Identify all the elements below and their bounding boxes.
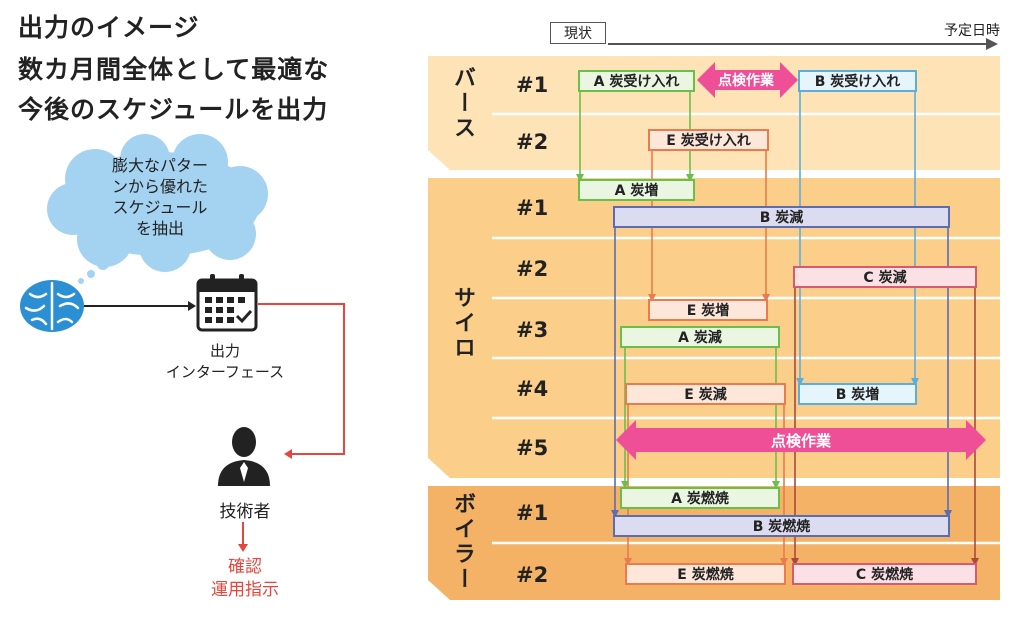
title-line-2: 数カ月間全体として最適な	[18, 55, 330, 84]
cloud-text: 膨大なパター ンから優れた スケジュール を抽出	[60, 155, 260, 239]
title-line-1: 出力のイメージ	[18, 13, 200, 42]
row-silo-5: #5	[516, 436, 549, 460]
engineer-down-arrow	[238, 522, 248, 552]
band-label-boiler: ボイラー	[450, 492, 475, 592]
cloud-line-1: 膨大なパター	[111, 156, 208, 175]
cloud-line-4: を抽出	[135, 219, 184, 238]
task-e-decrease: E 炭減	[625, 383, 786, 405]
interface-to-engineer-arrow	[258, 303, 345, 459]
task-a-increase: A 炭増	[578, 179, 695, 201]
task-b-receive: B 炭受け入れ	[798, 70, 917, 92]
task-e-receive: E 炭受け入れ	[648, 129, 769, 151]
band-label-silo: サイロ	[450, 286, 475, 361]
task-b-increase: B 炭増	[798, 383, 917, 405]
interface-label: 出力 インターフェース	[150, 340, 300, 382]
cloud-line-3: スケジュール	[112, 198, 208, 217]
task-a-burn: A 炭燃焼	[620, 487, 780, 509]
engineer-task-1: 確認	[228, 557, 262, 577]
inspection-arrow-berth	[697, 62, 798, 98]
timeline-end-label: 予定日時	[944, 23, 1000, 39]
person-icon	[218, 427, 270, 486]
brain-to-interface-arrow	[84, 301, 196, 311]
row-silo-3: #3	[516, 318, 549, 342]
task-b-burn: B 炭燃焼	[613, 515, 950, 537]
row-silo-1: #1	[516, 196, 549, 220]
row-berth-1: #1	[516, 73, 549, 97]
task-inspection-silo: 点検作業	[770, 431, 831, 450]
interface-label-line-1: 出力	[209, 342, 240, 360]
task-e-increase: E 炭増	[648, 299, 768, 321]
inspection-arrow-silo	[616, 420, 986, 460]
task-a-receive: A 炭受け入れ	[578, 70, 695, 92]
row-silo-4: #4	[516, 377, 549, 401]
brain-icon	[20, 280, 84, 332]
engineer-label: 技術者	[219, 502, 271, 522]
task-c-burn: C 炭燃焼	[792, 563, 977, 585]
timeline-arrowhead	[986, 38, 998, 50]
calendar-icon	[196, 274, 258, 332]
row-boiler-1: #1	[516, 501, 549, 525]
timeline-start-label: 現状	[550, 22, 606, 44]
engineer-task-2: 運用指示	[211, 580, 279, 600]
task-inspection-berth: 点検作業	[718, 73, 774, 89]
task-a-decrease: A 炭減	[620, 326, 780, 348]
task-c-decrease: C 炭減	[793, 266, 977, 288]
cloud-line-2: ンから優れた	[111, 177, 208, 196]
row-silo-2: #2	[516, 257, 549, 281]
row-berth-2: #2	[516, 130, 549, 154]
title-line-3: 今後のスケジュールを出力	[18, 95, 329, 124]
thought-cloud	[47, 134, 268, 284]
row-boiler-2: #2	[516, 563, 549, 587]
interface-label-line-2: インターフェース	[165, 363, 285, 381]
task-b-decrease: B 炭減	[613, 206, 950, 228]
band-label-berth: バース	[450, 66, 475, 141]
task-e-burn: E 炭燃焼	[625, 563, 786, 585]
